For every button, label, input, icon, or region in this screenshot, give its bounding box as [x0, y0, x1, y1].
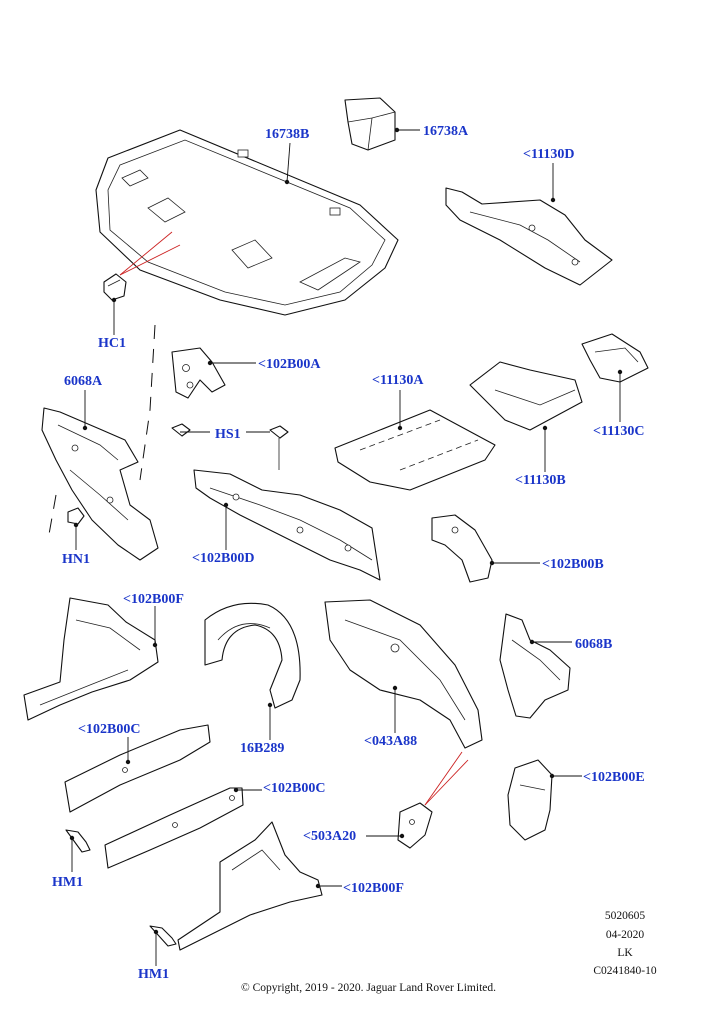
label-11130A: <11130A — [372, 373, 424, 388]
label-HS1: HS1 — [215, 427, 241, 442]
label-11130C: <11130C — [593, 424, 645, 439]
label-HM1-upper: HM1 — [52, 875, 84, 890]
wheelarch-16B289 — [204, 602, 301, 709]
label-6068B: 6068B — [575, 637, 613, 652]
strip-102B00C-upper — [64, 724, 211, 813]
clip-HM1-upper — [65, 829, 91, 853]
label-102B00A: <102B00A — [258, 357, 321, 372]
insulator-11130A — [334, 409, 496, 491]
screw-HS1-right — [269, 425, 289, 470]
clip-HM1-lower — [149, 925, 177, 947]
label-102B00E: <102B00E — [583, 770, 645, 785]
copyright-text: © Copyright, 2019 - 2020. Jaguar Land Ro… — [241, 982, 496, 994]
label-6068A: 6068A — [64, 374, 103, 389]
bracket-102B00E — [507, 759, 553, 841]
bracket-102B00B — [431, 514, 493, 583]
label-102B00F-bottom: <102B00F — [343, 881, 404, 896]
meta-initials: LK — [617, 947, 633, 959]
meta-ref: C0241840-10 — [593, 965, 657, 977]
meta-date: 04-2020 — [605, 929, 645, 941]
insulator-11130D — [445, 187, 613, 286]
bracket-102B00A — [171, 347, 226, 399]
label-102B00F-top: <102B00F — [123, 592, 184, 607]
insulator-11130B — [469, 361, 583, 431]
label-102B00D: <102B00D — [192, 551, 255, 566]
panel-043A88 — [324, 599, 483, 749]
leader-lines — [69, 127, 623, 966]
label-16738B: 16738B — [265, 127, 310, 142]
label-11130B: <11130B — [515, 473, 566, 488]
nut-HN1 — [67, 507, 85, 525]
panel-6068B — [499, 613, 571, 719]
label-503A20: <503A20 — [303, 829, 357, 844]
label-HN1: HN1 — [62, 552, 90, 567]
label-11130D: <11130D — [523, 147, 575, 162]
screw-HS1-left — [171, 423, 191, 437]
insulator-11130C — [581, 333, 649, 383]
panel-102B00F-bottom — [177, 821, 323, 951]
insulator-block-16738A — [344, 97, 396, 151]
panel-102B00F-top — [23, 597, 159, 721]
label-HM1-lower: HM1 — [138, 967, 170, 982]
panel-6068A — [41, 407, 159, 561]
panel-102B00D — [193, 469, 381, 581]
clip-HC1 — [103, 273, 127, 301]
hood-insulator-16738B — [95, 129, 399, 316]
strip-102B00C-lower — [104, 787, 244, 869]
bracket-503A20 — [397, 802, 433, 849]
label-16B289: 16B289 — [240, 741, 285, 756]
label-102B00C-lower: <102B00C — [263, 781, 326, 796]
dashed-guide — [139, 324, 156, 481]
label-HC1: HC1 — [98, 336, 126, 351]
meta-code: 5020605 — [604, 910, 646, 922]
label-16738A: 16738A — [423, 124, 469, 139]
label-102B00B: <102B00B — [542, 557, 604, 572]
label-043A88: <043A88 — [364, 734, 418, 749]
label-102B00C-upper: <102B00C — [78, 722, 141, 737]
dashed-guide-hn1 — [47, 494, 57, 541]
